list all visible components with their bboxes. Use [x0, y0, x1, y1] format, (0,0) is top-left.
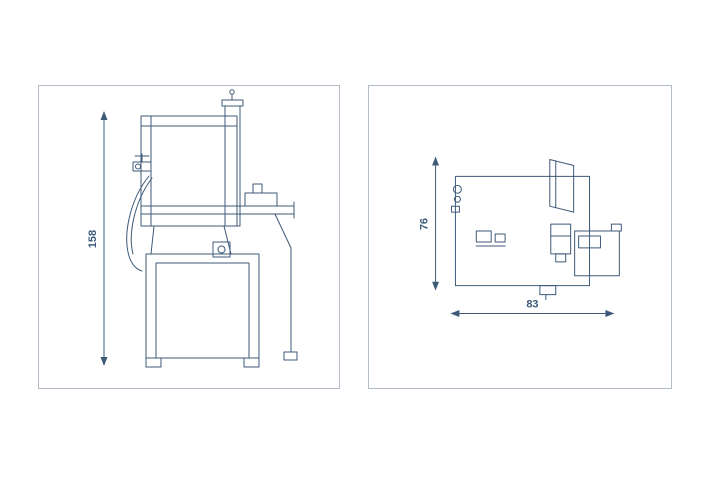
front-view-drawing: 158: [87, 89, 298, 368]
arrow-up-icon: [100, 111, 108, 120]
machine-front-view: [126, 89, 298, 368]
arrow-left-icon: [450, 310, 460, 317]
machine-side-view: [450, 159, 622, 301]
arrow-up-icon: [432, 156, 440, 166]
height-dimension-label: 158: [87, 230, 99, 248]
side-view-panel: 76 83: [368, 85, 672, 389]
arrow-down-icon: [100, 357, 108, 366]
arrow-right-icon: [605, 310, 615, 317]
power-button-detail: [212, 241, 231, 258]
front-view-panel: 158: [38, 85, 340, 389]
width-dimension-label: 83: [526, 299, 538, 311]
height-dimension-line: [432, 156, 440, 291]
arrow-down-icon: [432, 281, 440, 291]
height-dimension-line: [100, 111, 108, 366]
height-dimension-label: 76: [419, 218, 431, 230]
side-view-drawing: 76 83: [419, 156, 622, 317]
width-dimension-line: [450, 310, 615, 317]
